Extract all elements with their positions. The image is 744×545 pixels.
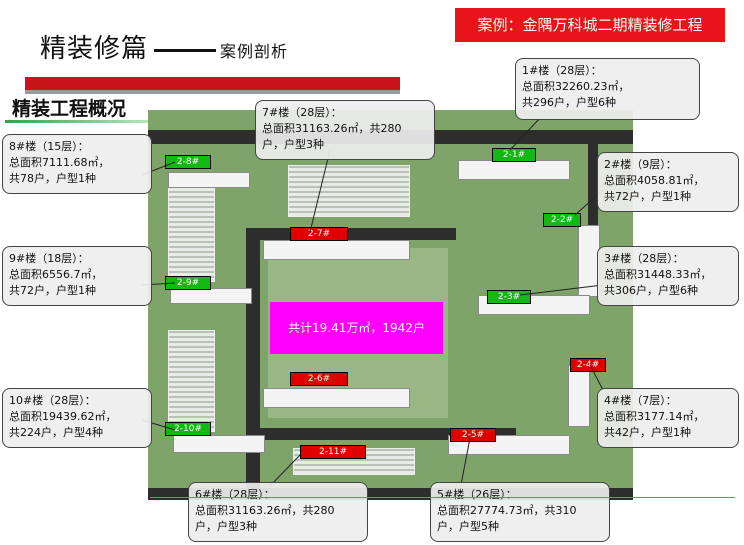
callout-line: 8#楼（15层）：	[9, 140, 89, 153]
tag-2-7: 2-7#	[290, 227, 348, 241]
tag-2-9: 2-9#	[165, 276, 211, 290]
page-title: 精装修篇 案例剖析	[40, 28, 288, 65]
building-6	[263, 388, 410, 408]
tag-2-5: 2-5#	[450, 428, 496, 442]
callout-line: 户，户型3种	[262, 138, 324, 151]
building-10	[173, 435, 265, 453]
section-title: 精装工程概况	[8, 94, 131, 121]
callout-line: 总面积32260.23㎡，	[522, 80, 630, 93]
tag-2-8: 2-8#	[165, 155, 211, 169]
callout-line: 户，户型5种	[437, 520, 499, 533]
callout-building-7: 7#楼（28层）： 总面积31163.26㎡，共280 户，户型3种	[255, 100, 435, 160]
tag-2-4: 2-4#	[570, 358, 606, 372]
road-east	[588, 144, 598, 264]
callout-line: 总面积27774.73㎡，共310	[437, 504, 577, 517]
total-summary: 共计19.41万㎡，1942户	[270, 302, 443, 354]
callout-building-1: 1#楼（28层）： 总面积32260.23㎡， 共296户，户型6种	[515, 58, 700, 120]
title-sub: 案例剖析	[220, 42, 289, 61]
callout-line: 共296户，户型6种	[522, 96, 616, 109]
parking-west-upper	[168, 180, 215, 282]
tag-2-6: 2-6#	[290, 372, 348, 386]
callout-line: 总面积31163.26㎡，共280	[262, 122, 402, 135]
callout-line: 3#楼（28层）：	[604, 252, 684, 265]
callout-line: 5#楼（26层）：	[437, 488, 517, 501]
callout-line: 共78户，户型1种	[9, 172, 96, 185]
callout-line: 总面积3177.14㎡，	[604, 410, 705, 423]
callout-line: 9#楼（18层）：	[9, 252, 89, 265]
callout-line: 共72户，户型1种	[604, 190, 691, 203]
callout-line: 总面积31163.26㎡，共280	[195, 504, 335, 517]
callout-line: 总面积4058.81㎡，	[604, 174, 705, 187]
callout-line: 总面积7111.68㎡，	[9, 156, 110, 169]
callout-building-8: 8#楼（15层）： 总面积7111.68㎡， 共78户，户型1种	[2, 134, 152, 194]
callout-building-3: 3#楼（28层）： 总面积31448.33㎡， 共306户，户型6种	[597, 246, 739, 306]
title-main: 精装修篇	[40, 34, 149, 64]
callout-building-9: 9#楼（18层）： 总面积6556.7㎡， 共72户，户型1种	[2, 246, 152, 306]
parking-north	[288, 165, 410, 217]
callout-line: 10#楼（28层）：	[9, 394, 96, 407]
footer-divider	[150, 497, 735, 498]
callout-building-4: 4#楼（7层）： 总面积3177.14㎡， 共42户，户型1种	[597, 388, 739, 448]
callout-building-6: 6#楼（28层）： 总面积31163.26㎡，共280 户，户型3种	[188, 482, 368, 542]
tag-2-3: 2-3#	[487, 290, 531, 304]
callout-line: 总面积6556.7㎡，	[9, 268, 103, 281]
title-grey-bar	[25, 90, 400, 94]
building-8	[168, 172, 250, 188]
tag-2-11: 2-11#	[300, 445, 366, 459]
section-underline	[5, 120, 155, 123]
case-banner: 案例：金隅万科城二期精装修工程	[455, 8, 725, 42]
callout-line: 共42户，户型1种	[604, 426, 691, 439]
callout-line: 户，户型3种	[195, 520, 257, 533]
callout-line: 2#楼（9层）：	[604, 158, 677, 171]
title-dash	[154, 48, 217, 52]
tag-2-1: 2-1#	[492, 148, 536, 162]
callout-line: 6#楼（28层）：	[195, 488, 275, 501]
callout-line: 7#楼（28层）：	[262, 106, 342, 119]
callout-line: 共72户，户型1种	[9, 284, 96, 297]
callout-building-10: 10#楼（28层）： 总面积19439.62㎡， 共224户，户型4种	[2, 388, 152, 448]
callout-line: 1#楼（28层）：	[522, 64, 602, 77]
callout-line: 共306户，户型6种	[604, 284, 698, 297]
callout-line: 共224户，户型4种	[9, 426, 103, 439]
callout-building-2: 2#楼（9层）： 总面积4058.81㎡， 共72户，户型1种	[597, 152, 739, 212]
callout-line: 总面积19439.62㎡，	[9, 410, 117, 423]
callout-building-5: 5#楼（26层）： 总面积27774.73㎡，共310 户，户型5种	[430, 482, 610, 542]
tag-2-10: 2-10#	[165, 422, 211, 436]
parking-west-lower	[168, 330, 215, 432]
callout-line: 4#楼（7层）：	[604, 394, 677, 407]
callout-line: 总面积31448.33㎡，	[604, 268, 712, 281]
building-9	[170, 288, 252, 304]
title-red-bar	[25, 77, 400, 90]
tag-2-2: 2-2#	[543, 213, 581, 227]
